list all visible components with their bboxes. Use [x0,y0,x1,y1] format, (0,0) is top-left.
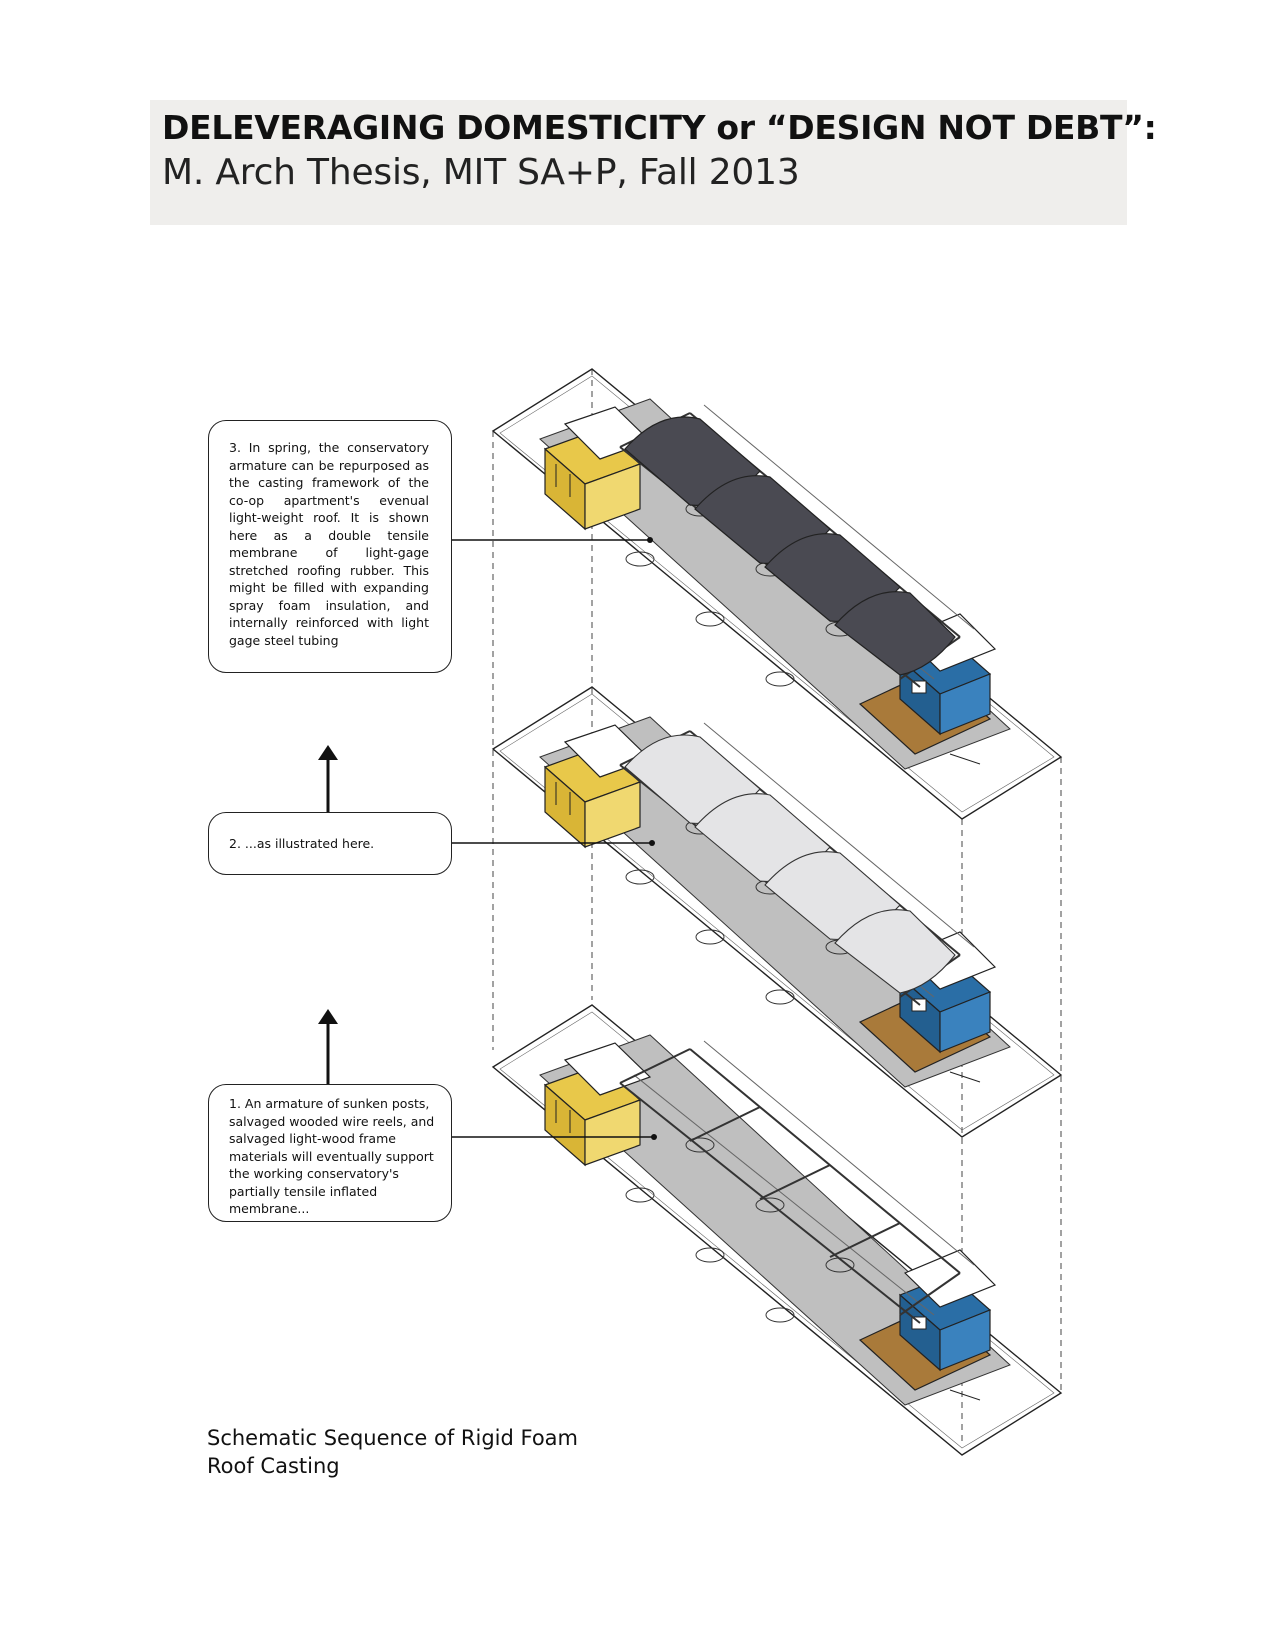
callout-step-3-text: 3. In spring, the conservatory armature … [229,440,429,648]
title-block: DELEVERAGING DOMESTICITY or “DESIGN NOT … [150,100,1157,225]
stage-2-drawing [492,686,1062,1138]
caption-line-2: Roof Casting [207,1454,340,1478]
sequence-arrows [318,745,338,1084]
page-title: DELEVERAGING DOMESTICITY or “DESIGN NOT … [162,108,1157,147]
page-subtitle: M. Arch Thesis, MIT SA+P, Fall 2013 [162,152,800,193]
callout-step-1-text: 1. An armature of sunken posts, salvaged… [229,1096,435,1216]
caption-line-1: Schematic Sequence of Rigid Foam [207,1426,578,1450]
figure-caption: Schematic Sequence of Rigid Foam Roof Ca… [207,1424,627,1480]
stage-1-drawing [492,1004,1062,1456]
leader-lines [452,539,654,1138]
stage-3-drawing [492,368,1062,820]
callout-step-1: 1. An armature of sunken posts, salvaged… [208,1084,452,1222]
callout-step-3: 3. In spring, the conservatory armature … [208,420,452,673]
callout-step-2: 2. ...as illustrated here. [208,812,452,875]
callout-step-2-text: 2. ...as illustrated here. [229,836,375,851]
